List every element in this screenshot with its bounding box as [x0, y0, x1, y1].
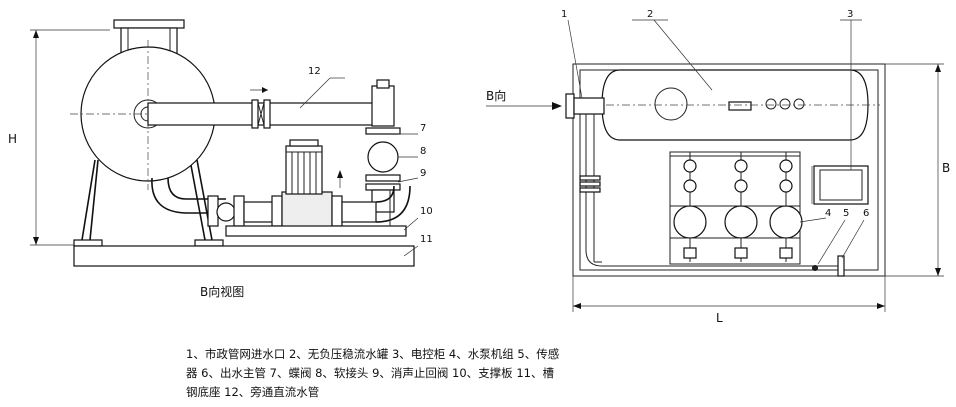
left-view: H [8, 19, 433, 299]
dimension-b-label: B [942, 161, 950, 175]
right-view: B向 B L [486, 9, 950, 325]
direction-label: B向 [486, 88, 506, 103]
callout-2: 2 [647, 9, 653, 20]
callout-11: 11 [420, 234, 433, 245]
legend-line-1: 1、市政管网进水口 2、无负压稳流水罐 3、电控柜 4、水泵机组 5、传感 [186, 347, 560, 361]
callout-6: 6 [863, 208, 869, 219]
dimension-l-label: L [716, 311, 723, 325]
callout-9: 9 [420, 168, 426, 179]
callout-10: 10 [420, 206, 433, 217]
callout-12: 12 [308, 66, 321, 77]
callout-8: 8 [420, 146, 426, 157]
callout-3: 3 [847, 9, 853, 20]
callout-7: 7 [420, 123, 426, 134]
legend-line-3: 钢底座 12、旁通直流水管 [186, 385, 320, 399]
callout-4: 4 [825, 208, 831, 219]
legend-line-2: 器 6、出水主管 7、蝶阀 8、软接头 9、消声止回阀 10、支撑板 11、槽 [186, 366, 554, 380]
callout-1: 1 [561, 9, 567, 20]
left-view-caption: B向视图 [200, 284, 244, 299]
callout-5: 5 [843, 208, 849, 219]
legend: 1、市政管网进水口 2、无负压稳流水罐 3、电控柜 4、水泵机组 5、传感 器 … [186, 345, 706, 402]
dimension-h-label: H [8, 132, 17, 146]
pump-units [669, 151, 803, 265]
